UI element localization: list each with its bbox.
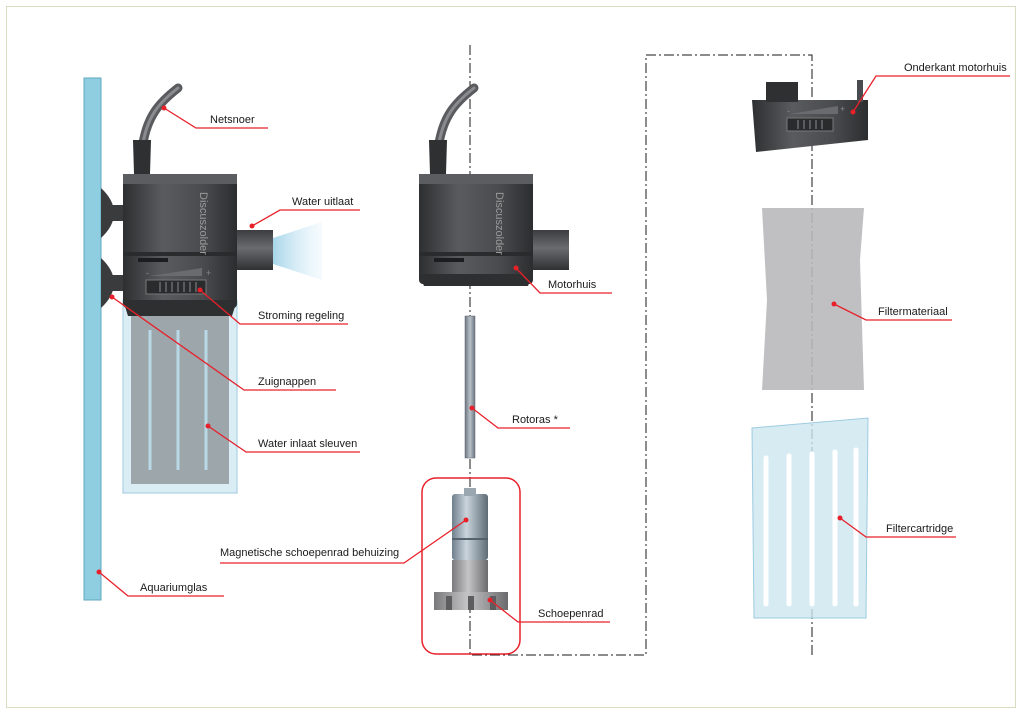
aquarium-glass	[83, 77, 102, 601]
filter-sponge	[762, 208, 864, 390]
label-water-uitlaat: Water uitlaat	[292, 196, 353, 208]
label-schoepenrad: Schoepenrad	[538, 608, 603, 620]
label-onderkant-motorhuis: Onderkant motorhuis	[904, 62, 1007, 74]
label-filtermateriaal: Filtermateriaal	[878, 306, 948, 318]
label-aquariumglas: Aquariumglas	[140, 582, 208, 594]
exploded-parts-right: - +	[751, 80, 869, 619]
water-jet	[273, 222, 322, 280]
label-magnetische-schoepenrad-behuizing: Magnetische schoepenrad behuizing	[220, 547, 399, 559]
dial-minus-2: -	[787, 106, 790, 116]
flow-regulator[interactable]: - +	[145, 268, 211, 295]
dial-minus: -	[146, 268, 149, 278]
brand-logo-2: Discuszolder	[493, 192, 505, 255]
assembled-pump: - + Discuszolder	[101, 83, 322, 494]
label-water-inlaat-sleuven: Water inlaat sleuven	[258, 438, 357, 450]
label-filtercartridge: Filtercartridge	[886, 523, 953, 535]
label-rotoras: Rotoras *	[512, 414, 559, 426]
brand-logo: Discuszolder	[197, 192, 209, 255]
label-stroming-regeling: Stroming regeling	[258, 310, 344, 322]
suction-cup-top	[101, 188, 114, 238]
impeller-highlight-box	[421, 477, 521, 655]
rotor-shaft	[464, 315, 476, 459]
outlet-nozzle-2	[533, 230, 569, 270]
dial-plus-2: +	[840, 104, 845, 114]
label-motorhuis: Motorhuis	[548, 279, 597, 291]
motor-housing	[419, 174, 533, 284]
dial-plus: +	[206, 268, 211, 278]
label-zuignappen: Zuignappen	[258, 376, 316, 388]
exploded-pump: Discuszolder	[419, 45, 813, 656]
magnetic-impeller-housing	[452, 494, 488, 560]
filter-cartridge	[751, 417, 869, 619]
leader-lines	[98, 75, 1010, 623]
cord-strain-relief	[133, 140, 151, 174]
inlet-slots	[148, 330, 208, 470]
motor-housing-body	[123, 174, 237, 308]
leader-arrowheads	[96, 105, 856, 603]
page-frame	[6, 6, 1016, 708]
motor-housing-bottom: - +	[752, 80, 868, 152]
impeller-collar	[452, 560, 488, 592]
label-netsnoer: Netsnoer	[210, 114, 255, 126]
water-outlet-nozzle	[237, 230, 273, 270]
